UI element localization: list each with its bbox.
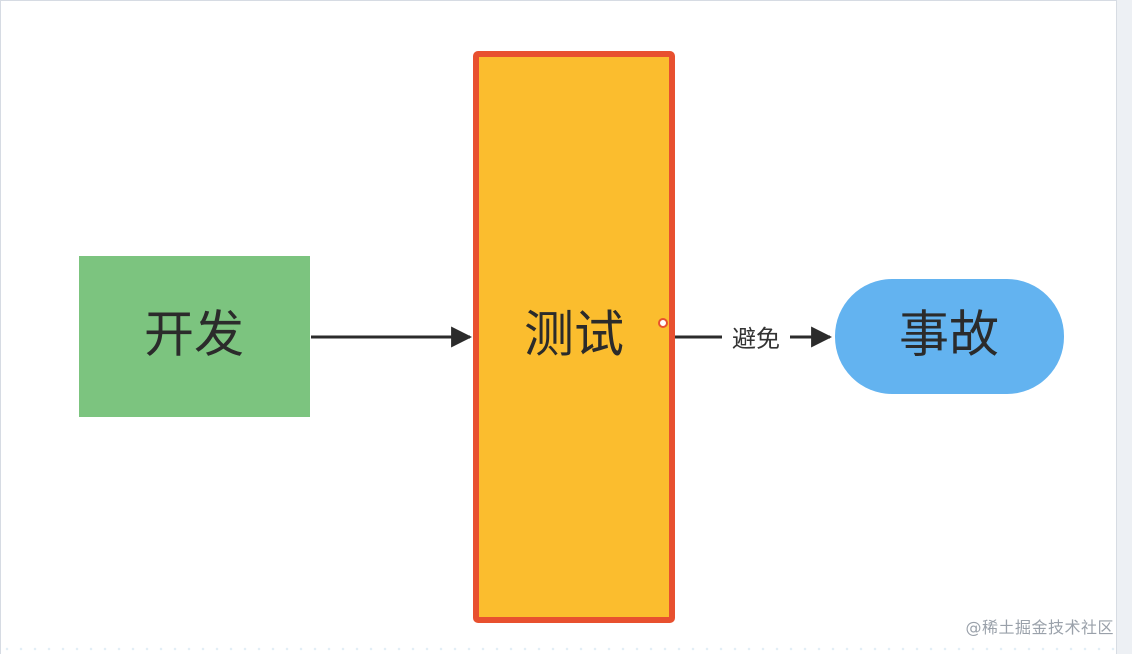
grid-dots xyxy=(0,644,1116,654)
vertical-scrollbar[interactable] xyxy=(1116,0,1132,654)
node-test-shape[interactable] xyxy=(473,51,675,623)
connection-handle[interactable] xyxy=(658,318,668,328)
node-incident-shape[interactable] xyxy=(835,279,1064,394)
node-incident[interactable]: 事故 xyxy=(835,279,1064,394)
edge-test-to-incident[interactable]: 避免 xyxy=(675,325,833,353)
node-incident-label: 事故 xyxy=(899,306,999,364)
node-test-label: 测试 xyxy=(524,306,624,364)
node-dev[interactable]: 开发 xyxy=(79,256,310,417)
node-dev-label: 开发 xyxy=(144,306,244,364)
node-dev-shape[interactable] xyxy=(79,256,310,417)
watermark: @稀土掘金技术社区 xyxy=(965,618,1114,637)
edge-label: 避免 xyxy=(732,325,780,353)
node-test[interactable]: 测试 xyxy=(473,51,675,623)
